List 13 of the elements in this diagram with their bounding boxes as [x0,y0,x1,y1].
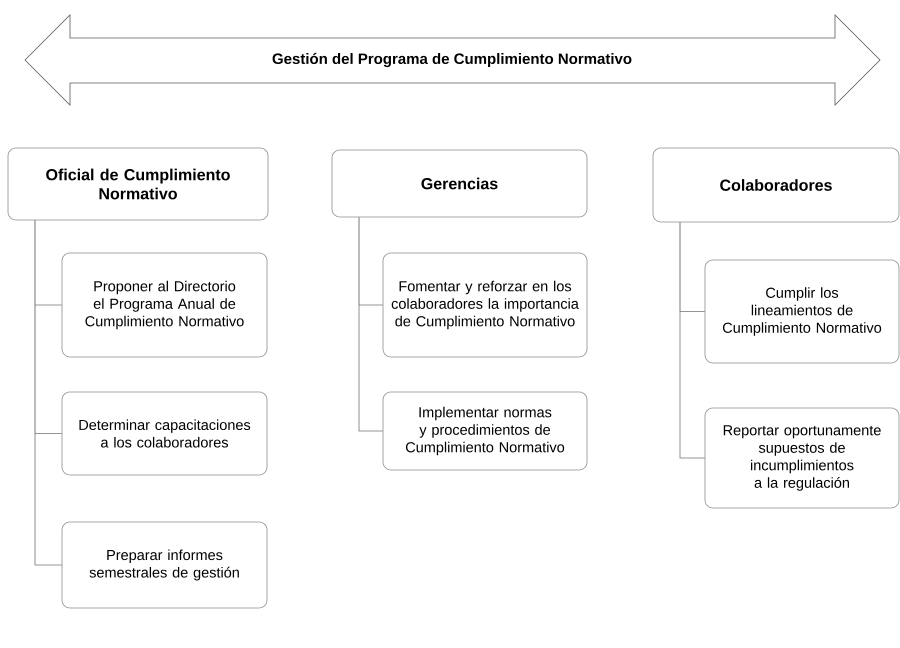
task-box: Implementar normas y procedimientos de Cumplimiento Normativo [382,392,588,470]
task-box: Cumplir los lineamientos de Cumplimiento Normativo [704,260,900,364]
connector-line [680,222,705,458]
header-box: Oficial de Cumplimiento Normativo [8,148,268,220]
task-box: Reportar oportunamente supuestos de incumplimientos a la regulación [704,408,900,508]
task-box: Determinar capacitaciones a los colaboradores [62,392,268,476]
header-box: Colaboradores [652,148,900,222]
header-box: Gerencias [332,150,588,218]
task-box: Proponer al Directorio el Programa Anual de Cumplimiento Normativo [62,252,268,358]
task-box: Preparar informes semestrales de gestión [62,522,268,608]
connector-line [358,216,383,432]
connector-line [34,220,62,566]
task-box: Fomentar y reforzar en los colaboradores la importancia de Cumplimiento Normativo [382,252,588,358]
